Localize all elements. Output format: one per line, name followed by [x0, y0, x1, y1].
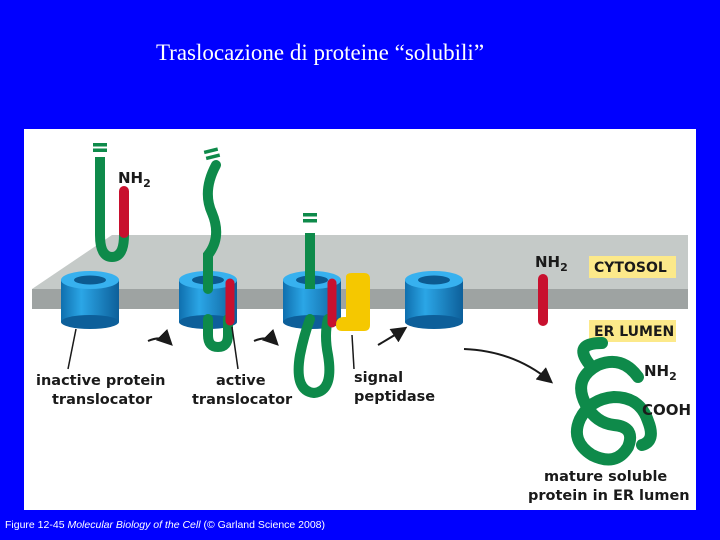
caption-figure-number: Figure 12-45 [5, 519, 65, 531]
pointer-inactive [67, 328, 77, 370]
label-active-line2: translocator [192, 392, 293, 408]
label-peptidase-line1: signal [354, 370, 403, 386]
svg-text:CYTOSOL: CYTOSOL [594, 260, 667, 276]
nh2-label-2: NH2 [535, 253, 568, 274]
translocating-protein-3 [293, 213, 337, 399]
step-arrow-1 [147, 328, 173, 346]
step-arrow-2 [253, 328, 279, 346]
nh2-label-3: NH2 [644, 362, 677, 383]
pointer-peptidase [351, 334, 355, 370]
figure-caption: Figure 12-45 Molecular Biology of the Ce… [5, 519, 325, 531]
label-mature-line1: mature soluble [544, 469, 667, 485]
diagram-panel: NH2 [24, 129, 696, 510]
caption-book-title: Molecular Biology of the Cell [67, 519, 201, 531]
slide-title: Traslocazione di proteine “solubili” [155, 40, 485, 65]
step-arrow-4 [463, 348, 554, 384]
svg-text:ER LUMEN: ER LUMEN [594, 324, 674, 340]
translocation-diagram: NH2 [32, 143, 691, 504]
caption-credit: (© Garland Science 2008) [203, 519, 326, 531]
label-mature-line2: protein in ER lumen [528, 488, 690, 504]
label-inactive-line1: inactive protein [36, 373, 165, 389]
cooh-label: COOH [642, 401, 691, 419]
pointer-active [231, 326, 239, 370]
step-arrow-3 [377, 326, 408, 346]
nascent-protein-1 [93, 143, 129, 263]
nh2-label-1: NH2 [118, 169, 151, 190]
translocating-protein-2 [202, 147, 235, 353]
label-peptidase-line2: peptidase [354, 389, 435, 405]
label-inactive-line2: translocator [52, 392, 153, 408]
er-lumen-tag: ER LUMEN [589, 320, 676, 342]
inactive-translocator [61, 271, 119, 329]
signal-peptidase [336, 273, 370, 331]
label-active-line1: active [216, 373, 266, 389]
mature-soluble-protein [571, 337, 657, 466]
empty-translocator [405, 271, 463, 329]
cytosol-tag: CYTOSOL [589, 256, 676, 278]
